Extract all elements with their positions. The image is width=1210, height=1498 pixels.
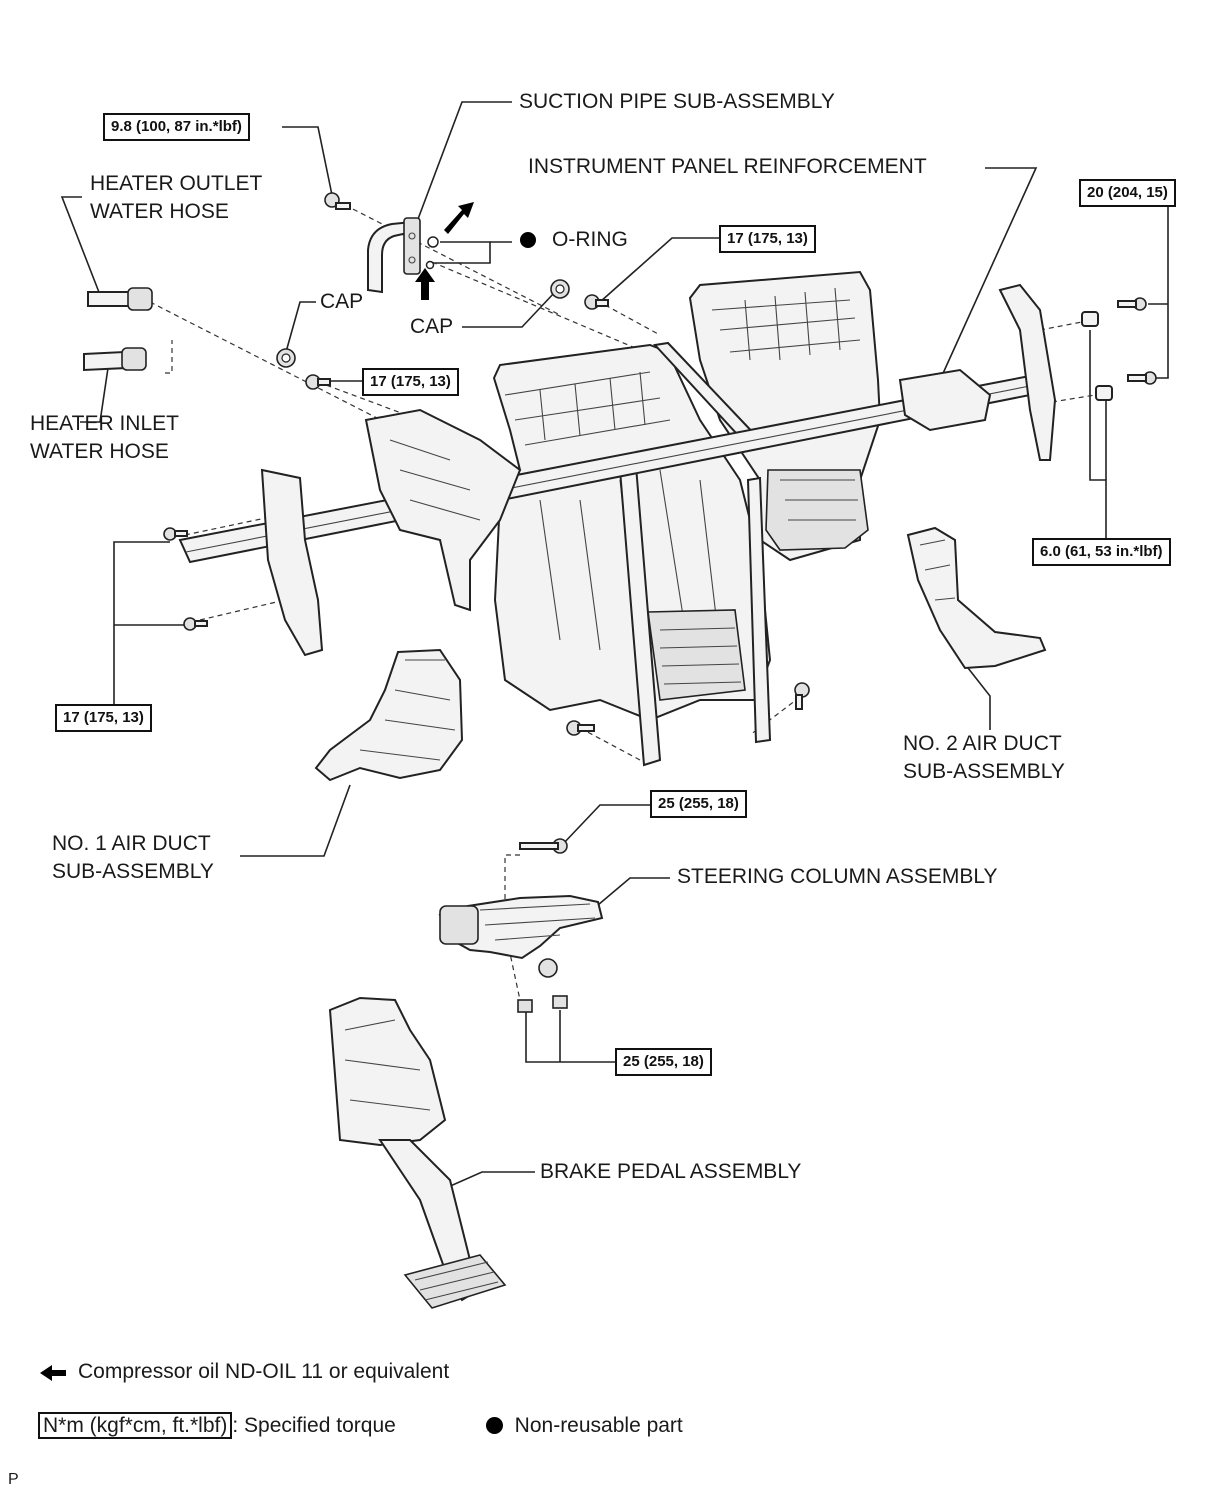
brake-pedal-part bbox=[328, 996, 507, 1309]
torque-suction-bolt: 9.8 (100, 87 in.*lbf) bbox=[103, 113, 250, 141]
label-brake-pedal: BRAKE PEDAL ASSEMBLY bbox=[540, 1160, 802, 1183]
label-no2-air-duct-line1: NO. 2 AIR DUCT bbox=[903, 732, 1062, 755]
legend-oil-text: Compressor oil ND-OIL 11 or equivalent bbox=[78, 1360, 450, 1383]
label-heater-inlet-line1: HEATER INLET bbox=[30, 412, 179, 435]
no2-air-duct-part bbox=[906, 526, 1047, 670]
oil-arrows bbox=[415, 202, 474, 300]
oil-legend-arrow bbox=[40, 1365, 66, 1381]
label-heater-outlet-line2: WATER HOSE bbox=[90, 200, 229, 223]
non-reusable-legend-dot bbox=[486, 1417, 503, 1434]
torque-cap-bolt: 17 (175, 13) bbox=[719, 225, 816, 253]
label-steering-column: STEERING COLUMN ASSEMBLY bbox=[677, 865, 998, 888]
label-heater-inlet-line2: WATER HOSE bbox=[30, 440, 169, 463]
label-suction-pipe: SUCTION PIPE SUB-ASSEMBLY bbox=[519, 90, 835, 113]
non-reusable-dot bbox=[520, 232, 536, 248]
fasteners bbox=[163, 192, 1157, 1013]
label-cap-right: CAP bbox=[410, 315, 454, 338]
legend-oil: Compressor oil ND-OIL 11 or equivalent bbox=[78, 1358, 449, 1386]
steering-column-part bbox=[438, 894, 604, 978]
suction-pipe-part bbox=[367, 217, 421, 294]
label-no1-air-duct-line2: SUB-ASSEMBLY bbox=[52, 860, 214, 883]
label-instrument-panel-reinforcement: INSTRUMENT PANEL REINFORCEMENT bbox=[528, 155, 927, 178]
label-cap-left: CAP bbox=[320, 290, 364, 313]
legend-torque: N*m (kgf*cm, ft.*lbf): Specified torque bbox=[38, 1412, 396, 1440]
instrument-panel-reinforcement-part bbox=[178, 283, 1057, 657]
alignment-lines bbox=[149, 204, 1096, 1001]
torque-column-nuts: 25 (255, 18) bbox=[615, 1048, 712, 1076]
label-o-ring: O-RING bbox=[552, 228, 628, 251]
heater-hoses bbox=[83, 287, 153, 372]
heater-unit-part bbox=[492, 270, 882, 767]
torque-left-bracket: 17 (175, 13) bbox=[55, 704, 152, 732]
legend-nonreusable-text: Non-reusable part bbox=[514, 1414, 683, 1437]
torque-column-bolt: 25 (255, 18) bbox=[650, 790, 747, 818]
legend-nonreusable: Non-reusable part bbox=[486, 1412, 683, 1440]
label-heater-outlet-line1: HEATER OUTLET bbox=[90, 172, 263, 195]
legend-torque-desc: : Specified torque bbox=[232, 1414, 396, 1437]
torque-right-upper: 20 (204, 15) bbox=[1079, 179, 1176, 207]
label-no2-air-duct-line2: SUB-ASSEMBLY bbox=[903, 760, 1065, 783]
legend-torque-box: N*m (kgf*cm, ft.*lbf) bbox=[38, 1412, 233, 1439]
torque-center-bolt: 17 (175, 13) bbox=[362, 368, 459, 396]
torque-right-lower: 6.0 (61, 53 in.*lbf) bbox=[1032, 538, 1171, 566]
corner-mark: P bbox=[8, 1471, 19, 1488]
no1-air-duct-part bbox=[314, 648, 464, 782]
label-no1-air-duct-line1: NO. 1 AIR DUCT bbox=[52, 832, 211, 855]
